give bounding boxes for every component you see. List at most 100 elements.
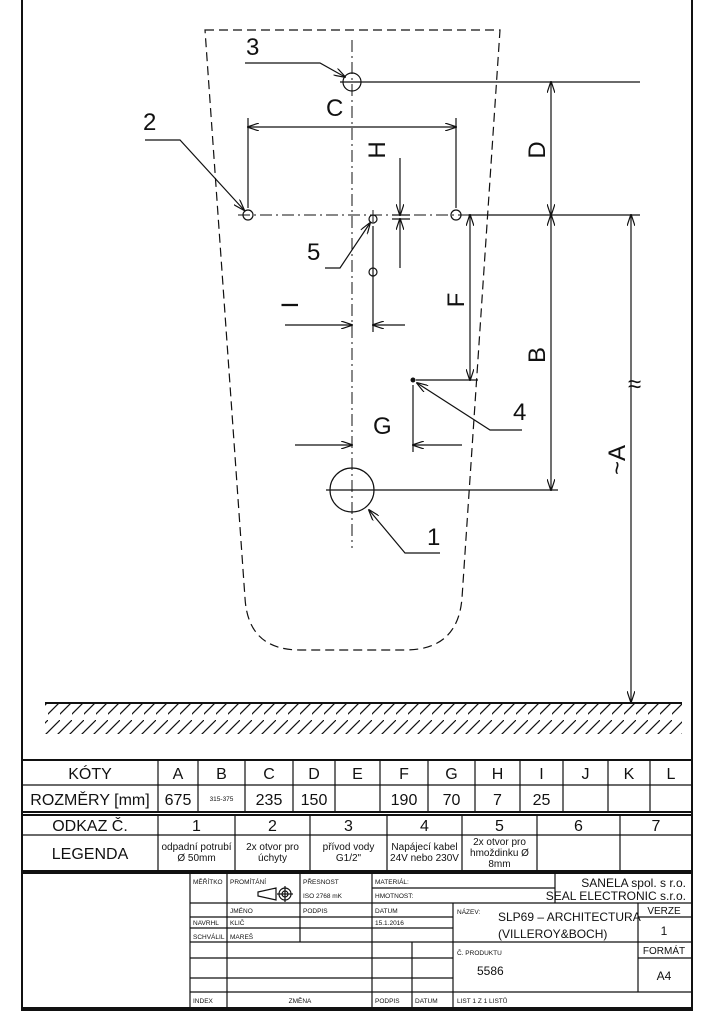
legend-text: 8mm <box>488 859 510 870</box>
dim-col-header: A <box>173 766 184 783</box>
legend-text: úchyty <box>258 853 287 864</box>
dim-col-header: B <box>216 766 227 783</box>
legend-ref: 7 <box>652 818 661 835</box>
label-G: G <box>373 413 392 440</box>
svg-text:SCHVÁLIL: SCHVÁLIL <box>193 932 225 941</box>
title-block: MĚŘÍTKO PROMÍTÁNÍ PŘESNOST ISO 2768 mK M… <box>21 872 693 1009</box>
svg-text:3: 3 <box>246 34 259 61</box>
dim-col-header: G <box>445 766 457 783</box>
label-H: H <box>364 141 391 158</box>
dim-col-header: K <box>624 766 635 783</box>
svg-text:PROMÍTÁNÍ: PROMÍTÁNÍ <box>230 877 266 886</box>
label-C: C <box>326 95 343 122</box>
svg-text:PODPIS: PODPIS <box>303 908 328 915</box>
svg-text:PODPIS: PODPIS <box>375 998 400 1005</box>
hole-5-top <box>368 214 378 224</box>
hole-2-right <box>450 209 462 221</box>
label-B: B <box>524 347 551 363</box>
legend-ref: 4 <box>420 818 429 835</box>
legend-text: 24V nebo 230V <box>390 853 459 864</box>
label-A: ~A <box>604 445 631 475</box>
svg-text:2: 2 <box>143 109 156 136</box>
svg-text:INDEX: INDEX <box>193 998 214 1005</box>
dim-value: 235 <box>256 792 283 809</box>
hole-1 <box>326 467 378 513</box>
product-number: 5586 <box>477 964 504 978</box>
legend-text: 2x otvor pro <box>246 842 299 853</box>
svg-text:NÁZEV:: NÁZEV: <box>457 907 480 916</box>
dim-col-header: L <box>667 766 676 783</box>
drawing-title: SLP69 – ARCHITECTURA <box>498 910 641 924</box>
legend-ref: 3 <box>344 818 353 835</box>
svg-text:DATUM: DATUM <box>415 998 438 1005</box>
legend-text: přívod vody <box>323 842 375 853</box>
legend-ref: 5 <box>495 818 504 835</box>
dim-value: 675 <box>165 792 192 809</box>
svg-text:DATUM: DATUM <box>375 908 398 915</box>
dim-value: 150 <box>301 792 328 809</box>
legend-text: G1/2" <box>336 853 362 864</box>
svg-text:ISO 2768 mK: ISO 2768 mK <box>303 893 343 900</box>
odkaz-label: ODKAZ Č. <box>52 816 128 835</box>
dim-value: 190 <box>391 792 418 809</box>
dim-col-header: D <box>308 766 320 783</box>
label-I: I <box>277 302 304 309</box>
drawing-frame <box>21 0 693 1011</box>
legend-ref: 1 <box>192 818 201 835</box>
dim-col-header: H <box>492 766 504 783</box>
dim-col-header: F <box>399 766 409 783</box>
legend-text: 2x otvor pro <box>473 837 526 848</box>
dim-col-header: C <box>263 766 275 783</box>
legend-text: Napájecí kabel <box>391 842 457 853</box>
dim-col-header: I <box>539 766 543 783</box>
callout-3: 3 <box>245 34 345 77</box>
hole-3 <box>340 72 364 92</box>
svg-text:LIST 1 Z 1 LISTŮ: LIST 1 Z 1 LISTŮ <box>457 996 508 1005</box>
svg-text:VERZE: VERZE <box>647 906 681 917</box>
legend-text: hmoždinku Ø <box>470 848 529 859</box>
legend-ref: 2 <box>268 818 277 835</box>
svg-text:JMÉNO: JMÉNO <box>230 906 253 915</box>
point-4 <box>410 377 416 383</box>
svg-text:Č. PRODUKTU: Č. PRODUKTU <box>457 948 502 957</box>
koty-label: KÓTY <box>68 764 112 783</box>
rozmery-label: ROZMĚRY [mm] <box>30 790 149 809</box>
version: 1 <box>661 924 668 938</box>
dim-value: 25 <box>533 792 551 809</box>
svg-text:HMOTNOST:: HMOTNOST: <box>375 893 413 900</box>
dimensions-table: KÓTY ROZMĚRY [mm] A 675 B 315-375 C 235 D 150 E F… <box>21 759 693 813</box>
svg-text:MATERIÁL:: MATERIÁL: <box>375 877 409 886</box>
svg-text:MAREŠ: MAREŠ <box>230 932 254 941</box>
break-symbol: ≈ <box>628 371 641 398</box>
dim-value: 315-375 <box>210 796 234 803</box>
dim-col-header: E <box>352 766 363 783</box>
legend-text: odpadní potrubí <box>161 842 231 853</box>
projection-symbol-icon <box>257 886 293 902</box>
company-seal: SEAL ELECTRONIC s.r.o. <box>546 889 686 903</box>
svg-text:MĚŘÍTKO: MĚŘÍTKO <box>193 877 223 886</box>
svg-text:5: 5 <box>307 239 320 266</box>
svg-text:4: 4 <box>513 399 526 426</box>
svg-text:1: 1 <box>427 524 440 551</box>
format: A4 <box>657 969 672 983</box>
floor-hatching <box>45 702 682 734</box>
legend-ref: 6 <box>574 818 583 835</box>
label-F: F <box>443 293 470 308</box>
callout-5: 5 <box>307 223 370 269</box>
label-D: D <box>524 141 551 158</box>
callout-4: 4 <box>417 383 526 431</box>
callout-1: 1 <box>369 510 440 554</box>
hole-2-left <box>242 209 254 221</box>
legend-text: Ø 50mm <box>177 853 215 864</box>
svg-text:ZMĚNA: ZMĚNA <box>289 996 312 1005</box>
svg-text:PŘESNOST: PŘESNOST <box>303 877 339 886</box>
svg-text:NAVRHL: NAVRHL <box>193 920 219 927</box>
callout-2: 2 <box>143 109 244 210</box>
dim-value: 70 <box>443 792 461 809</box>
svg-text:KLIČ: KLIČ <box>230 918 245 927</box>
dim-value: 7 <box>493 792 502 809</box>
svg-text:FORMÁT: FORMÁT <box>643 944 685 957</box>
svg-text:15.1.2016: 15.1.2016 <box>375 920 404 927</box>
legenda-label: LEGENDA <box>52 846 129 863</box>
